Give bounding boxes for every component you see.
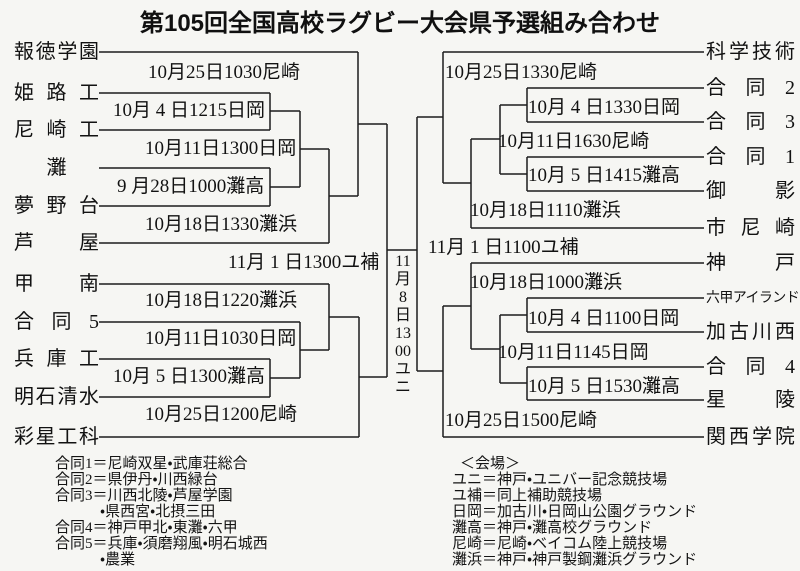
match-date-label: 10月 5 日1415灘高 xyxy=(528,165,681,186)
team-label: 報徳学園 xyxy=(14,41,99,63)
match-date-label: 10月18日1000灘浜 xyxy=(470,272,623,293)
match-date-label: 10月 5 日1530灘高 xyxy=(528,376,681,397)
team-label: 明石清水 xyxy=(14,386,99,408)
match-date-label: 10月18日1110灘浜 xyxy=(470,200,621,221)
match-date-label: 10月11日1145日岡 xyxy=(498,342,649,363)
final-date-segment: 日 xyxy=(394,306,411,324)
venues-header: ＜会場＞ xyxy=(460,456,521,472)
venue-note-line: 灘浜＝神戸・神戸製鋼灘浜グラウンド xyxy=(452,552,698,568)
venue-notes: ＜会場＞ ユニ＝神戸・ユニバー記念競技場ユ補＝同上補助競技場日岡＝加古川・日岡山… xyxy=(452,456,697,568)
final-date-segment: 11 xyxy=(395,253,411,270)
joint-team-note-line: ・県西宮・北摂三田 xyxy=(55,504,216,520)
joint-team-notes: 合同1＝尼崎双星・武庫荘総合合同2＝県伊丹・川西緑台合同3＝川西北陵・芦屋学園 … xyxy=(55,456,268,568)
venue-note-line: ユニ＝神戸・ユニバー記念競技場 xyxy=(452,472,668,488)
match-date-label: 10月25日1030尼崎 xyxy=(148,62,301,83)
team-label: 灘 xyxy=(46,157,67,179)
match-date-label: 10月11日1630尼崎 xyxy=(498,131,650,152)
joint-team-note-line: 合同1＝尼崎双星・武庫荘総合 xyxy=(55,456,248,472)
team-label: 合同5 xyxy=(14,311,99,333)
team-label: 姫路工 xyxy=(14,82,99,104)
match-date-label: 10月18日1330灘浜 xyxy=(145,214,298,235)
final-date-segment: ユ xyxy=(394,360,411,378)
team-label: 夢野台 xyxy=(14,195,99,217)
team-label: 甲南 xyxy=(14,273,99,295)
match-date-label: 10月25日1330尼崎 xyxy=(445,62,598,83)
final-date-segment: ニ xyxy=(394,378,411,396)
team-label: 合同1 xyxy=(706,146,795,168)
team-label: 御影 xyxy=(706,180,795,202)
match-date-label: 10月 4 日1330日岡 xyxy=(528,97,681,118)
team-label: 科学技術 xyxy=(706,41,795,63)
team-label: 市尼崎 xyxy=(706,217,795,239)
venue-note-line: ユ補＝同上補助競技場 xyxy=(452,488,603,504)
team-label: 星陵 xyxy=(706,389,795,411)
match-date-label: 10月 5 日1300灘高 xyxy=(113,366,266,387)
final-date-segment: 月 xyxy=(394,270,411,288)
match-date-label: 10月11日1030日岡 xyxy=(145,328,297,349)
joint-team-note-line: ・農業 xyxy=(55,552,136,568)
team-label: 加古川西 xyxy=(706,321,795,343)
match-date-label: 10月 4 日1215日岡 xyxy=(113,100,266,121)
joint-team-note-line: 合同2＝県伊丹・川西緑台 xyxy=(55,472,218,488)
team-label: 合同3 xyxy=(706,111,795,133)
venue-note-line: 尼崎＝尼崎・ベイコム陸上競技場 xyxy=(452,536,668,552)
match-date-label: 11月 1 日1300ユ補 xyxy=(228,252,380,273)
team-label: 芦屋 xyxy=(14,232,99,254)
joint-team-note-line: 合同3＝川西北陵・芦屋学園 xyxy=(55,488,233,504)
joint-team-note-line: 合同5＝兵庫・須磨翔風・明石城西 xyxy=(55,536,268,552)
final-date-segment: 00 xyxy=(395,342,411,360)
joint-team-note-line: 合同4＝神戸甲北・東灘・六甲 xyxy=(55,520,238,536)
final-date-segment: 13 xyxy=(395,324,411,342)
team-label: 合同2 xyxy=(706,77,795,99)
match-date-label: 10月11日1300日岡 xyxy=(145,138,297,159)
team-label: 関西学院 xyxy=(706,426,795,448)
team-label: 彩星工科 xyxy=(14,426,99,448)
team-label: 兵庫工 xyxy=(14,348,99,370)
match-date-label: 11月 1 日1100ユ補 xyxy=(428,237,579,258)
venue-note-line: 灘高＝神戸・灘高校グラウンド xyxy=(452,520,653,536)
page-title: 第105回全国高校ラグビー大会県予選組み合わせ xyxy=(139,10,661,37)
match-date-label: 9 月28日1000灘高 xyxy=(117,176,265,197)
final-date-segment: 8 xyxy=(399,288,407,306)
match-date-label: 10月25日1500尼崎 xyxy=(445,410,598,431)
match-date-label: 10月 4 日1100日岡 xyxy=(528,308,680,329)
match-date-label: 10月18日1220灘浜 xyxy=(145,290,298,311)
team-label: 六甲アイランド xyxy=(706,291,800,306)
match-date-label: 10月25日1200尼崎 xyxy=(145,404,298,425)
venue-note-line: 日岡＝加古川・日岡山公園グラウンド xyxy=(452,504,698,520)
team-label: 合同4 xyxy=(706,356,795,378)
team-label: 神戸 xyxy=(706,252,795,274)
team-label: 尼崎工 xyxy=(14,119,99,141)
